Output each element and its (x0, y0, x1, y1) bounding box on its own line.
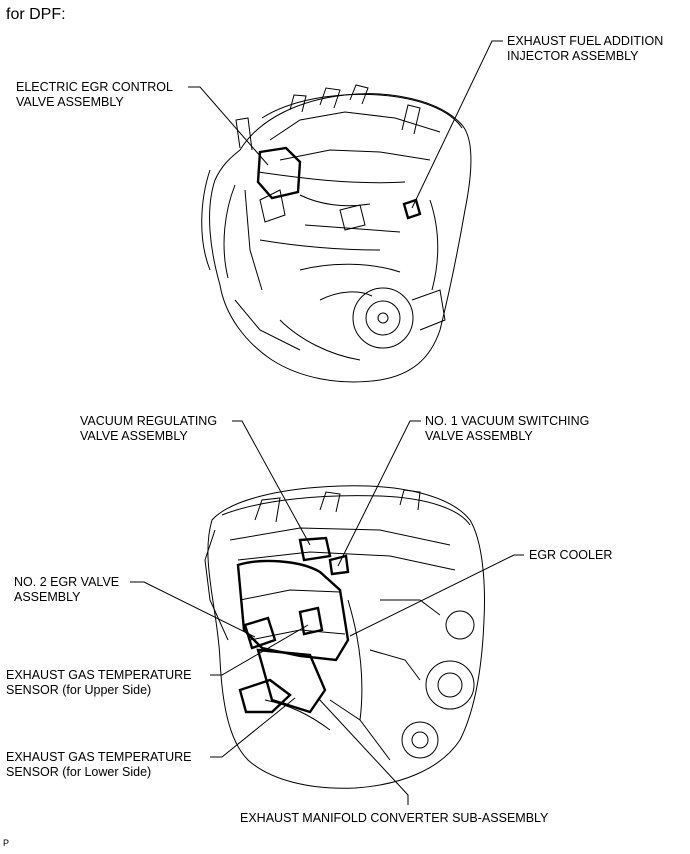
leader-temp-lower (210, 697, 296, 758)
vacuum-regulating-valve-part (298, 536, 332, 562)
vacuum-switching-valve-part (328, 554, 350, 576)
egr-cooler-part (236, 559, 350, 662)
leader-vacuum-regulating (232, 420, 311, 546)
figure-code: P (3, 838, 10, 848)
exhaust-manifold-converter-part (256, 648, 327, 714)
leader-electric-egr (188, 86, 269, 166)
page-heading: for DPF: (6, 6, 66, 23)
leader-manifold (317, 697, 409, 805)
leader-fuel-injector (411, 40, 503, 209)
upper-engine-illustration (201, 84, 472, 383)
label-exhaust-manifold-converter: EXHAUST MANIFOLD CONVERTER SUB-ASSEMBLY (240, 811, 549, 825)
no2-egr-valve-part (243, 616, 277, 650)
label-egr-cooler: EGR COOLER (529, 548, 613, 562)
leader-vacuum-switching (337, 420, 421, 567)
electric-egr-control-valve-part (256, 146, 302, 200)
exhaust-fuel-addition-injector-part (402, 198, 422, 220)
lower-engine-illustration (204, 485, 485, 789)
leader-temp-upper (210, 624, 309, 676)
exhaust-gas-temp-sensor-upper-part (298, 606, 324, 636)
leader-no2-egr (130, 581, 256, 638)
leader-egr-cooler (349, 554, 524, 637)
exhaust-gas-temp-sensor-lower-part (238, 678, 292, 714)
